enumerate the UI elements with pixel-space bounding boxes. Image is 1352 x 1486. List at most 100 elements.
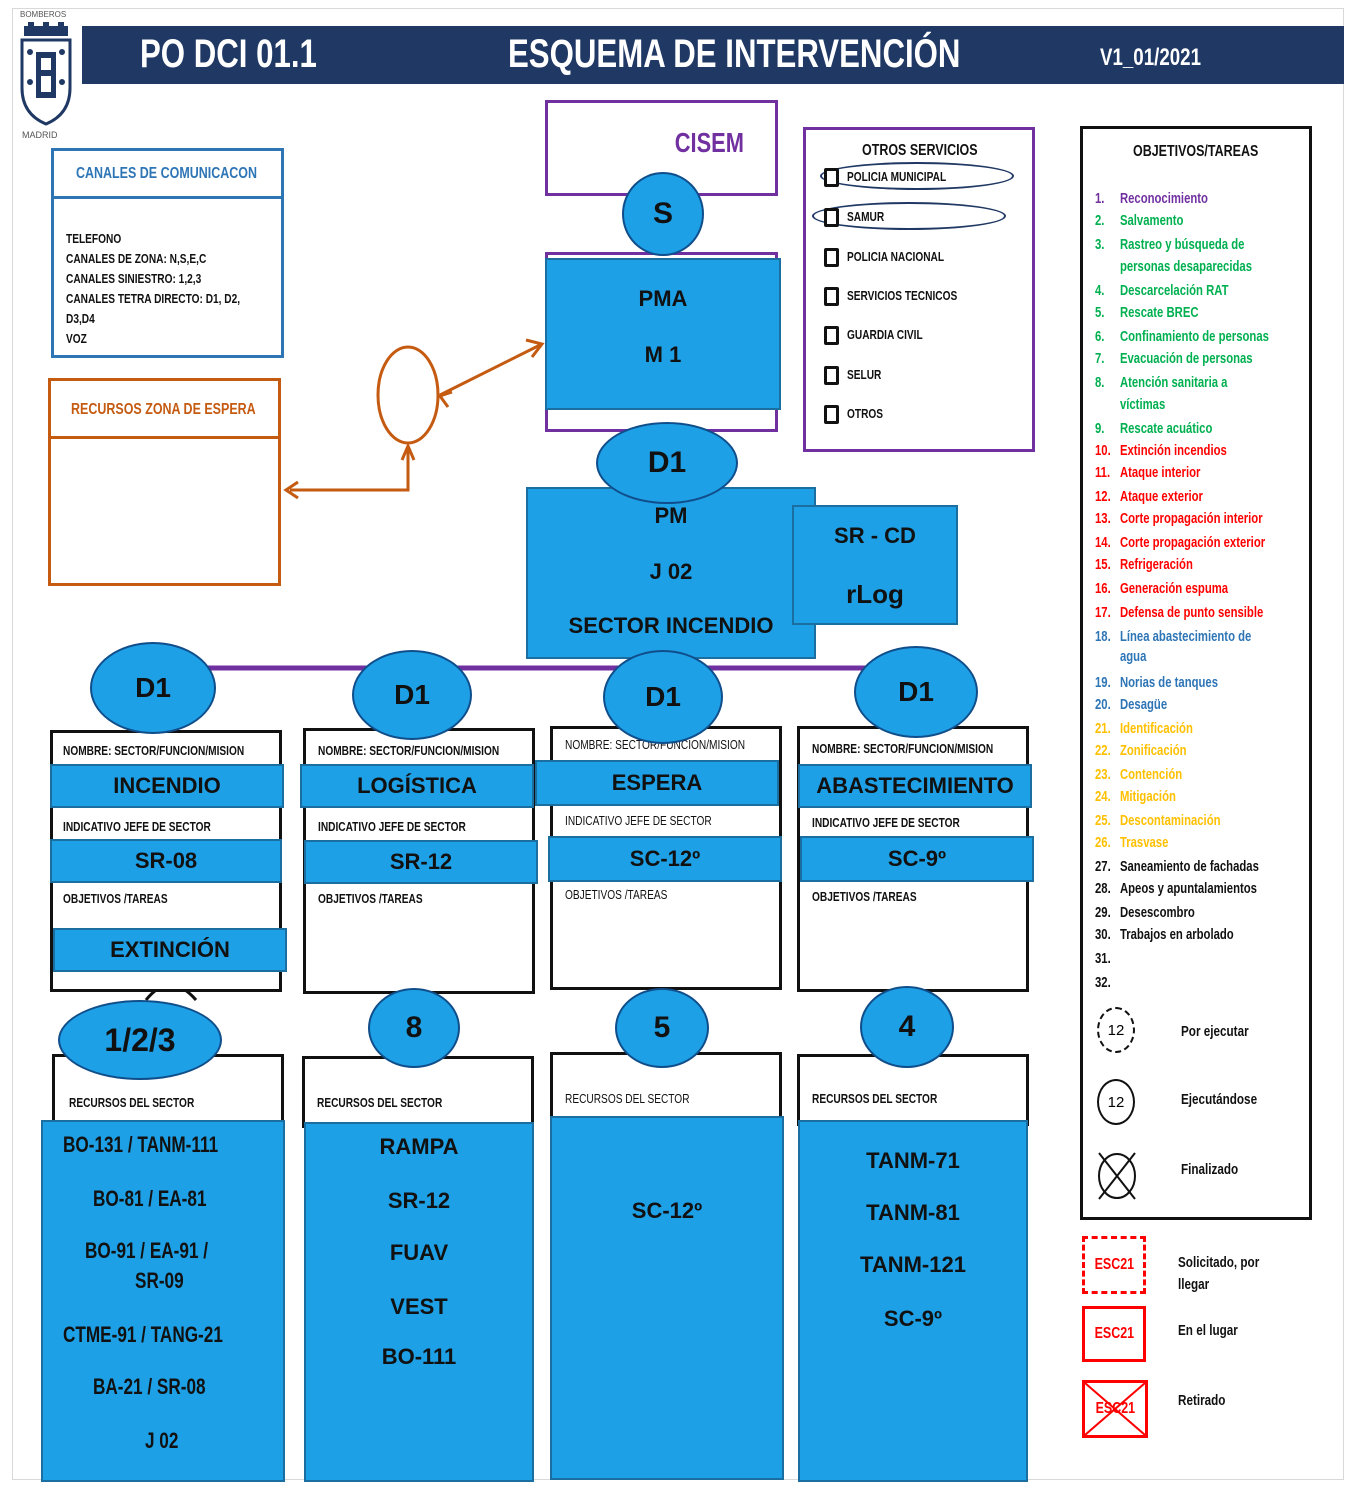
otros-item[interactable]: OTROS bbox=[824, 405, 893, 424]
recursos-list-abastecimiento: TANM-71 TANM-81 TANM-121 SC-9º bbox=[798, 1120, 1028, 1482]
sector-indicativo-label: INDICATIVO JEFE DE SECTOR bbox=[318, 819, 466, 834]
objetivo-text: Trabajos en arbolado bbox=[1119, 927, 1234, 943]
objetivo-text: Ataque interior bbox=[1119, 465, 1201, 481]
recurso-item: SC-12º bbox=[631, 1198, 703, 1223]
objetivos-title: OBJETIVOS/TAREAS bbox=[1133, 143, 1259, 160]
otros-highlight-oval bbox=[820, 162, 1014, 190]
objetivo-text: Evacuación de personas bbox=[1119, 351, 1253, 367]
objetivo-item: 18.Línea abastecimiento de bbox=[1095, 629, 1295, 645]
objetivo-item: 12.Ataque exterior bbox=[1095, 489, 1233, 505]
objetivo-item: 31. bbox=[1095, 951, 1127, 967]
objetivo-number: 22. bbox=[1095, 743, 1111, 759]
objetivo-item: 2. Salvamento bbox=[1095, 213, 1208, 229]
objetivo-text: Reconocimiento bbox=[1119, 191, 1208, 207]
objetivo-text: Descontaminación bbox=[1119, 813, 1221, 829]
otros-item[interactable]: POLICIA MUNICIPAL bbox=[824, 168, 974, 187]
objetivo-text: Ataque exterior bbox=[1119, 489, 1203, 505]
objetivo-number: 29. bbox=[1095, 905, 1111, 921]
objetivo-text: Contención bbox=[1119, 767, 1183, 783]
esc-code: ESC21 bbox=[1094, 1256, 1134, 1273]
objetivo-text: Confinamiento de personas bbox=[1119, 329, 1269, 345]
canales-box: CANALES DE COMUNICACON TELEFONO CANALES … bbox=[51, 148, 284, 358]
objetivo-number: 24. bbox=[1095, 789, 1111, 805]
sector-indicativo-label: INDICATIVO JEFE DE SECTOR bbox=[565, 813, 712, 828]
otros-item-label: SERVICIOS TECNICOS bbox=[847, 287, 958, 303]
version: V1_01/2021 bbox=[1100, 44, 1201, 71]
objetivo-text: Zonificación bbox=[1119, 743, 1187, 759]
objetivo-item: 13. Corte propagación interior bbox=[1095, 511, 1310, 527]
legend-ejecutandose-num: 12 bbox=[1107, 1093, 1125, 1111]
objetivo-item: 25.Descontaminación bbox=[1095, 813, 1256, 829]
objetivo-item: víctimas bbox=[1095, 397, 1185, 413]
otros-item[interactable]: GUARDIA CIVIL bbox=[824, 326, 944, 345]
objetivo-number: 16. bbox=[1095, 581, 1111, 597]
objetivo-item: 8.Atención sanitaria a bbox=[1095, 375, 1265, 391]
objetivo-text: Identificación bbox=[1119, 721, 1193, 737]
objetivo-text: Corte propagación interior bbox=[1119, 511, 1263, 527]
canales-line: CANALES TETRA DIRECTO: D1, D2, bbox=[66, 291, 241, 306]
objetivo-item: 22. Zonificación bbox=[1095, 743, 1212, 759]
objetivo-text: Defensa de punto sensible bbox=[1119, 605, 1264, 621]
otros-item[interactable]: SELUR bbox=[824, 366, 891, 385]
objetivo-text: Atención sanitaria a bbox=[1119, 375, 1228, 391]
objetivo-text: Refrigeración bbox=[1119, 557, 1193, 573]
objetivo-number: 27. bbox=[1095, 859, 1111, 875]
recurso-item: SR-09 bbox=[135, 1268, 184, 1293]
otros-highlight-oval bbox=[812, 202, 1006, 230]
canales-title: CANALES DE COMUNICACON bbox=[76, 165, 257, 182]
sector-objetivos-label: OBJETIVOS /TAREAS bbox=[565, 887, 668, 902]
objetivo-item: 20. Desagüe bbox=[1095, 697, 1187, 713]
objetivo-item: 32. bbox=[1095, 975, 1127, 991]
sector-objetivos-label: OBJETIVOS /TAREAS bbox=[63, 891, 168, 906]
header-bar: PO DCI 01.1 ESQUEMA DE INTERVENCIÓN V1_0… bbox=[82, 26, 1344, 84]
recursos-label: RECURSOS DEL SECTOR bbox=[565, 1091, 690, 1106]
objetivo-number: 6. bbox=[1095, 329, 1105, 345]
esc-en-lugar-label: En el lugar bbox=[1178, 1322, 1238, 1339]
objetivo-text: Rastreo y búsqueda de bbox=[1119, 237, 1245, 253]
sector-jefe: SR-12 bbox=[304, 840, 538, 884]
objetivo-text: Mitigación bbox=[1119, 789, 1176, 805]
otros-item[interactable]: POLICIA NACIONAL bbox=[824, 248, 971, 267]
logo-bottom-text: MADRID bbox=[22, 130, 58, 140]
pm-line3: SECTOR INCENDIO bbox=[568, 613, 774, 638]
sector-name: INCENDIO bbox=[50, 764, 284, 808]
canales-line: CANALES DE ZONA: N,S,E,C bbox=[66, 251, 207, 266]
sector-jefe: SC-12º bbox=[548, 836, 782, 882]
objetivo-item: 24. Mitigación bbox=[1095, 789, 1199, 805]
objetivo-number: 3. bbox=[1095, 237, 1105, 253]
recurso-item: BO-91 / EA-91 / bbox=[85, 1238, 209, 1263]
pma-box: PMA M 1 bbox=[545, 258, 781, 410]
objetivo-number: 20. bbox=[1095, 697, 1111, 713]
objetivo-item: 30.Trabajos en arbolado bbox=[1095, 927, 1273, 943]
recursos-list-incendio: BO-131 / TANM-111 BO-81 / EA-81 BO-91 / … bbox=[41, 1120, 285, 1482]
recursos-card-logistica: RECURSOS DEL SECTOR bbox=[302, 1056, 534, 1128]
esc-retirado-box: ESC21 bbox=[1082, 1380, 1148, 1438]
objetivo-item: 19.Norias de tanques bbox=[1095, 675, 1253, 691]
sector-objetivo: EXTINCIÓN bbox=[53, 928, 287, 972]
otros-item[interactable]: SERVICIOS TECNICOS bbox=[824, 287, 988, 306]
recurso-item: CTME-91 / TANG-21 bbox=[63, 1322, 223, 1347]
objetivo-number: 5. bbox=[1095, 305, 1105, 321]
legend-por-ejecutar-icon: 12 bbox=[1097, 1007, 1135, 1053]
objetivo-text: Desagüe bbox=[1119, 697, 1168, 713]
checkbox-icon bbox=[824, 287, 839, 306]
objetivo-number: 10. bbox=[1095, 443, 1111, 459]
otros-item[interactable]: SAMUR bbox=[824, 208, 895, 227]
sector-name: ESPERA bbox=[535, 760, 779, 806]
checkbox-icon bbox=[824, 168, 839, 187]
objetivo-number: 23. bbox=[1095, 767, 1111, 783]
esc-retirado-label: Retirado bbox=[1178, 1392, 1226, 1409]
srcd-line1: SR - CD bbox=[834, 523, 916, 548]
objetivo-text: Descarcelación RAT bbox=[1119, 283, 1229, 299]
objetivo-number: 26. bbox=[1095, 835, 1111, 851]
pm-line2: J 02 bbox=[649, 559, 693, 584]
objetivo-number: 13. bbox=[1095, 511, 1111, 527]
recurso-item: TANM-71 bbox=[866, 1148, 960, 1173]
objetivo-text: Salvamento bbox=[1119, 213, 1184, 229]
objetivo-number: 2. bbox=[1095, 213, 1105, 229]
pm-line1: PM bbox=[654, 503, 688, 528]
espera-zone-title: RECURSOS ZONA DE ESPERA bbox=[71, 401, 256, 418]
legend-ejecutandose-icon: 12 bbox=[1097, 1079, 1135, 1125]
recurso-item: BA-21 / SR-08 bbox=[93, 1374, 206, 1399]
